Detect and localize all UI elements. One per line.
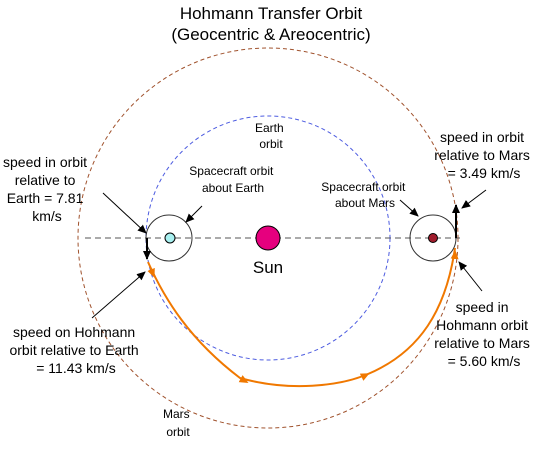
sun-label: Sun [253,258,283,277]
earth-orbit-label: Earth orbit [255,121,287,151]
mars-orbit-label-line: Mars [163,407,190,421]
hohmann-transfer-path [147,247,456,388]
pointer-spacecraft-orbit-mars [399,199,419,217]
spacecraft-orbit-mars-label-line: about Mars [335,196,395,210]
earth-hohmann-speed-label: speed on Hohmann orbit relative to Earth… [9,324,142,376]
earth-orbit-speed-line: speed in orbit [3,154,87,170]
earth-orbit-label-line: Earth [255,121,284,135]
earth-orbit-speed-label: speed in orbit relative to Earth = 7.81 … [3,154,91,224]
pointer-earth-hohmann-speed [91,271,146,319]
mars-hohmann-speed-line: = 5.60 km/s [448,353,521,369]
mars-orbit-speed-line: speed in orbit [440,129,524,145]
sun [255,225,281,251]
mars-hohmann-speed-line: Hohmann orbit [436,317,528,333]
earth-orbit-label-line: orbit [259,137,283,151]
spacecraft-orbit-mars-label-line: Spacecraft orbit [321,180,406,194]
earth-hohmann-speed-line: = 11.43 km/s [36,360,116,376]
spacecraft-orbit-earth-label: Spacecraft orbit about Earth [189,164,276,195]
mars-orbit-speed-line: relative to Mars [434,147,530,163]
mars-orbit-label-line: orbit [166,425,190,439]
mars-hohmann-speed-line: relative to Mars [434,335,530,351]
pointer-earth-orbit-speed [102,192,147,234]
title-line-2: (Geocentric & Areocentric) [171,25,370,44]
mars-orbit-speed-line: = 3.49 km/s [448,165,521,181]
mars-hohmann-speed-label: speed in Hohmann orbit relative to Mars … [434,299,534,369]
spacecraft-orbit-earth-label-line: Spacecraft orbit [189,164,274,178]
mars-hohmann-speed-line: speed in [456,299,509,315]
earth-hohmann-speed-line: speed on Hohmann [13,324,135,340]
mars-orbit-speed-label: speed in orbit relative to Mars = 3.49 k… [434,129,534,181]
earth-orbit-speed-line: relative to [15,172,76,188]
earth [164,232,176,244]
pointer-spacecraft-orbit-earth [185,205,203,223]
mars-orbit-label: Mars orbit [163,407,193,439]
mars [428,233,438,243]
earth-hohmann-speed-line: orbit relative to Earth [9,342,138,358]
title-line-1: Hohmann Transfer Orbit [180,4,363,23]
spacecraft-orbit-mars-label: Spacecraft orbit about Mars [321,180,408,210]
pointer-mars-hohmann-speed [458,261,483,292]
earth-orbit-speed-line: km/s [32,208,62,224]
earth-orbit-speed-line: Earth = 7.81 [7,190,84,206]
spacecraft-orbit-earth-label-line: about Earth [202,181,264,195]
pointer-mars-orbit-speed [461,189,487,209]
